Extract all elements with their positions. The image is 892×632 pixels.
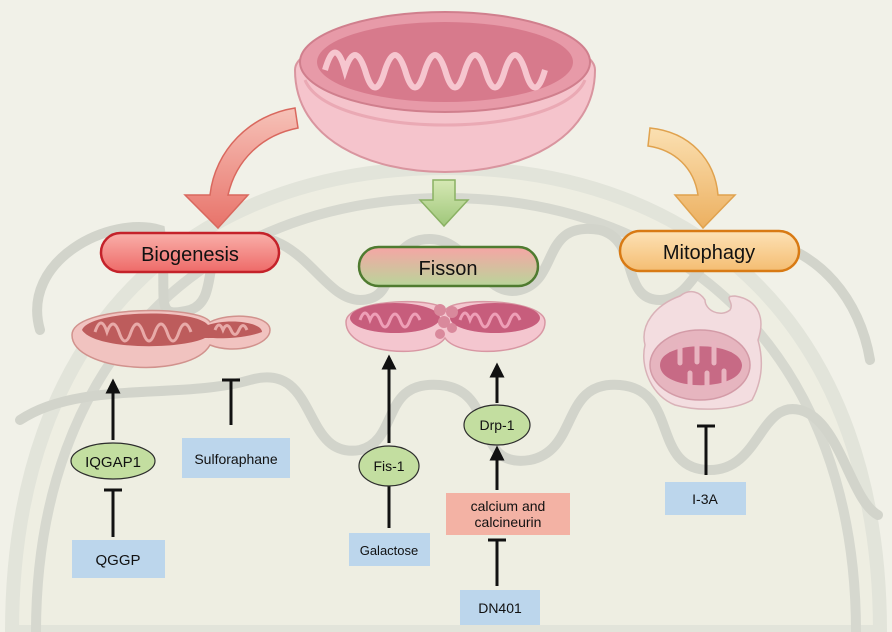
biogenesis-label: Biogenesis bbox=[99, 231, 281, 274]
fission-label: Fisson bbox=[357, 245, 540, 288]
sulforaphane-node: Sulforaphane bbox=[182, 438, 290, 478]
mitophagy-text: Mitophagy bbox=[663, 242, 755, 264]
mitophagy-label: Mitophagy bbox=[618, 229, 801, 273]
svg-text:I-3A: I-3A bbox=[692, 491, 718, 507]
svg-text:QGGP: QGGP bbox=[95, 552, 140, 569]
galactose-node: Galactose bbox=[349, 533, 430, 566]
fis1-node: Fis-1 bbox=[358, 445, 420, 487]
svg-text:Sulforaphane: Sulforaphane bbox=[194, 451, 278, 467]
svg-text:Galactose: Galactose bbox=[360, 543, 419, 558]
qggp-node: QGGP bbox=[72, 540, 165, 578]
i3a-node: I-3A bbox=[665, 482, 746, 515]
arrow-to-biogenesis bbox=[183, 107, 299, 230]
iqgap1-node: IQGAP1 bbox=[70, 442, 156, 480]
mitochondrion-icon bbox=[293, 11, 597, 174]
fission-text: Fisson bbox=[419, 258, 478, 280]
calcium-calcineurin-node: calcium and calcineurin bbox=[446, 493, 570, 535]
budding-mitochondrion-icon bbox=[71, 309, 271, 369]
svg-text:Fis-1: Fis-1 bbox=[373, 458, 404, 474]
arrow-to-fission bbox=[418, 179, 470, 228]
svg-text:IQGAP1: IQGAP1 bbox=[85, 454, 141, 471]
dividing-mitochondrion-icon bbox=[345, 300, 546, 353]
drp1-node: Drp-1 bbox=[463, 404, 531, 446]
autophagosome-mitochondrion-icon bbox=[643, 290, 763, 410]
calcium-calcineurin-text: calcium and calcineurin bbox=[470, 498, 546, 530]
dn401-node: DN401 bbox=[460, 590, 540, 625]
svg-text:Drp-1: Drp-1 bbox=[479, 417, 514, 433]
svg-text:DN401: DN401 bbox=[478, 600, 522, 616]
biogenesis-text: Biogenesis bbox=[141, 244, 239, 266]
arrow-to-mitophagy bbox=[647, 127, 737, 230]
